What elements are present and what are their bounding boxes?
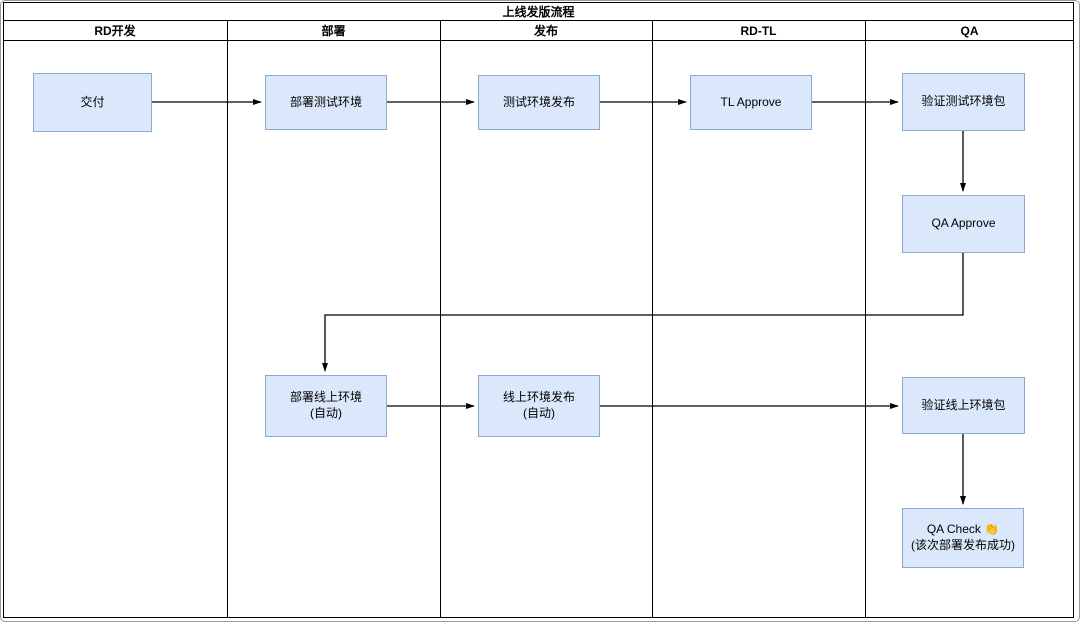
lane-divider xyxy=(440,21,441,618)
flow-node-deploy-test: 部署测试环境 xyxy=(265,75,387,130)
lane-header-qa: QA xyxy=(960,23,979,38)
flow-node-prod-release: 线上环境发布 (自动) xyxy=(478,375,600,437)
diagram-title: 上线发版流程 xyxy=(502,4,575,19)
lane-header-row: RD开发 部署 发布 RD-TL QA xyxy=(3,21,1074,41)
lane-divider xyxy=(227,21,228,618)
lane-header-deploy: 部署 xyxy=(321,24,346,38)
flow-node-test-release: 测试环境发布 xyxy=(478,75,600,130)
lane-header-release: 发布 xyxy=(533,24,558,38)
lane-header-rdtl: RD-TL xyxy=(740,23,777,38)
flow-node-deploy-prod: 部署线上环境 (自动) xyxy=(265,375,387,437)
flow-node-qa-approve: QA Approve xyxy=(902,195,1025,253)
flow-node-tl-approve: TL Approve xyxy=(690,75,812,130)
lane-header-rd: RD开发 xyxy=(94,24,136,38)
swimlane-table-border xyxy=(3,2,1074,618)
diagram-title-bar: 上线发版流程 xyxy=(3,2,1074,21)
flow-node-verify-prod: 验证线上环境包 xyxy=(902,377,1025,434)
lane-divider xyxy=(652,21,653,618)
flow-node-deliver: 交付 xyxy=(33,73,152,132)
lane-divider xyxy=(865,21,866,618)
flow-node-verify-test: 验证测试环境包 xyxy=(902,73,1025,131)
flow-node-qa-check: QA Check 👏 (该次部署发布成功) xyxy=(902,508,1024,568)
